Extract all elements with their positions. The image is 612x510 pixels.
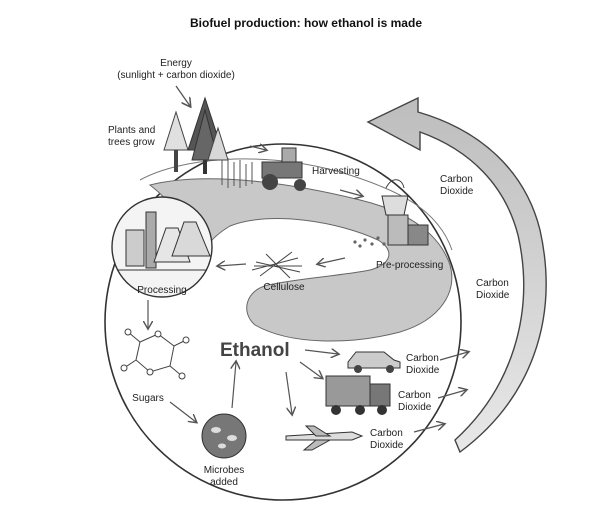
co2-plane-label-1: Carbon [370,428,403,439]
truck-icon [325,375,391,415]
co2-outer-top-label-1: Carbon [440,174,473,185]
co2-truck-label-1: Carbon [398,390,431,401]
outer-cycle-arc [366,96,547,454]
trees-icon [163,96,229,174]
co2-car-label-2: Dioxide [406,365,440,376]
co2-car-label-1: Carbon [406,353,439,364]
preprocess-to-cellulose-arrow [318,257,346,264]
ethanol-to-truck-arrow [299,361,322,378]
energy-arrow [175,85,190,106]
processing-lab-icon [111,196,213,298]
harvest-to-preprocess-arrow [339,189,362,196]
energy-label-2: (sunlight + carbon dioxide) [117,70,235,81]
cellulose-icon [251,251,302,279]
co2-outer-top-label-2: Dioxide [440,186,474,197]
cellulose-label: Cellulose [263,282,305,293]
crops-icon [221,158,253,188]
car-icon [347,351,401,373]
microbes-label-2: added [210,477,238,488]
ethanol-to-car-arrow [304,350,338,354]
grow-to-harvest-arrow [249,146,266,150]
diagram-title: Biofuel production: how ethanol is made [190,16,422,30]
truck-co2-arrow [437,390,466,399]
sugars-label: Sugars [132,393,164,404]
co2-outer-right-label-1: Carbon [476,278,509,289]
co2-outer-right-label-2: Dioxide [476,290,510,301]
ethanol-to-plane-arrow [285,371,292,414]
car-co2-arrow [439,352,468,361]
processing-label: Processing [137,285,186,296]
chips-icon [353,236,386,248]
airplane-icon [285,425,364,451]
microbes-icon [201,413,247,459]
co2-plane-label-2: Dioxide [370,440,404,451]
harvesting-label: Harvesting [312,166,360,177]
preprocessing-label: Pre-processing [376,260,443,271]
plane-co2-arrow [413,424,444,433]
co2-truck-label-2: Dioxide [398,402,432,413]
cellulose-to-processing-arrow [218,264,247,266]
plants-label-1: Plants and [108,125,155,136]
plants-label-2: trees grow [108,137,155,148]
microbes-label-1: Microbes [204,465,245,476]
ethanol-label: Ethanol [220,340,290,361]
sugars-to-microbes-arrow [169,401,196,422]
microbes-to-ethanol-arrow [232,362,236,409]
tractor-icon [261,147,306,191]
road-edge-top [139,158,453,251]
preprocessing-machine-icon [381,179,429,246]
energy-label-1: Energy [160,58,192,69]
sugar-molecule-icon [120,328,190,380]
